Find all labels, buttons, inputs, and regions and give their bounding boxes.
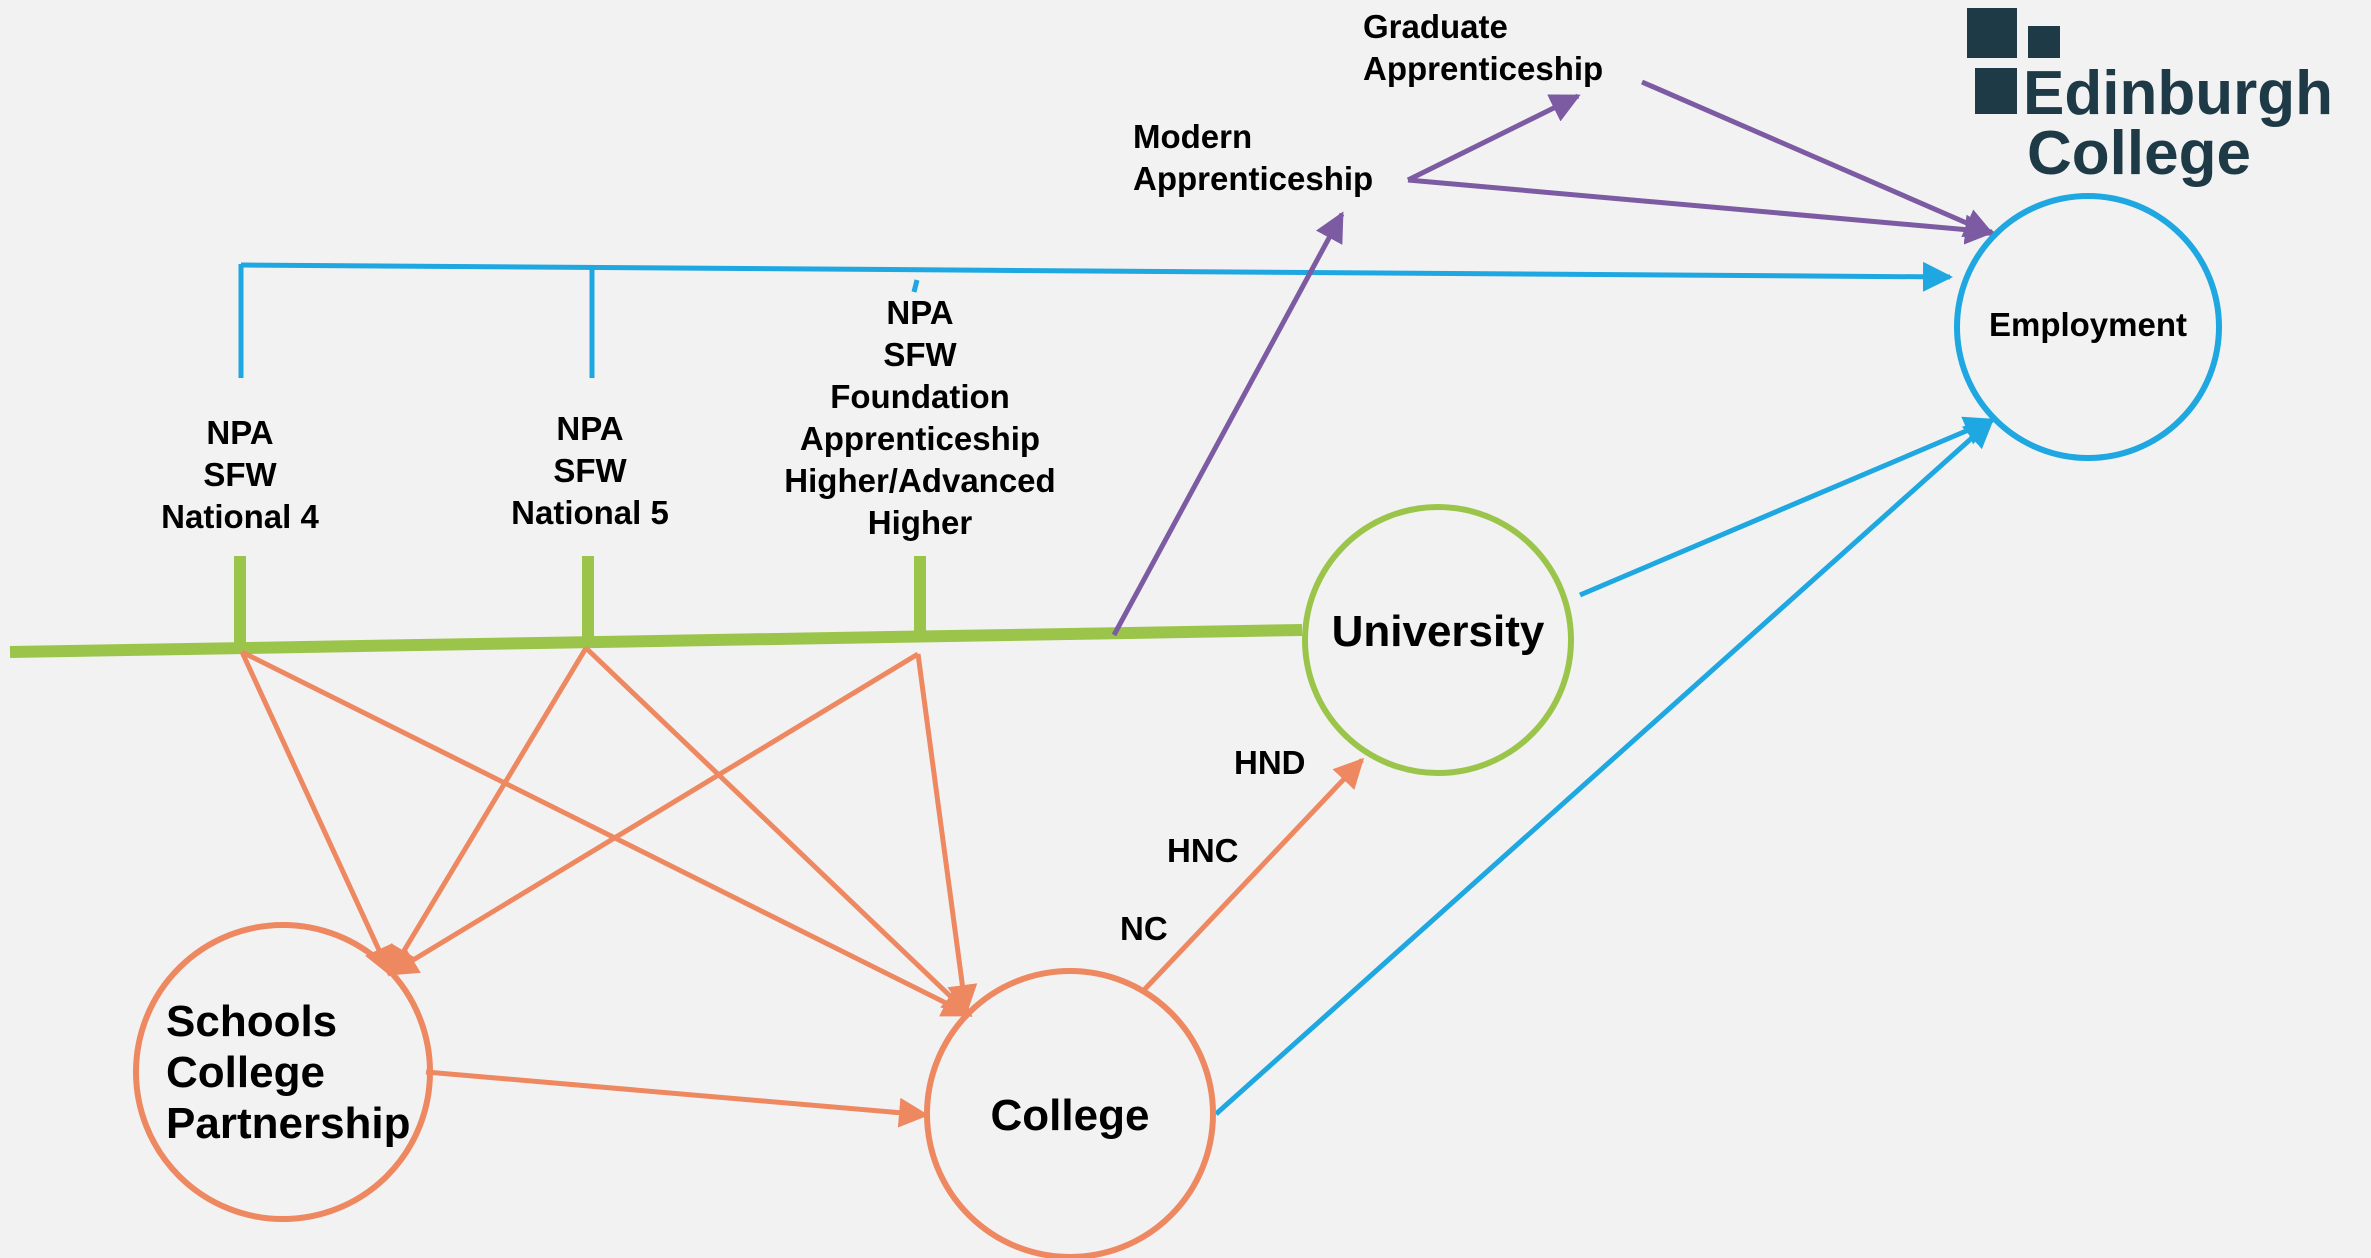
edinburgh-college-logo: Edinburgh College — [1965, 8, 2355, 188]
blue-bracket-top — [240, 261, 1953, 292]
qual-level4-npa: NPA — [206, 414, 274, 451]
qualifications-level6: NPA SFW Foundation Apprenticeship Higher… — [750, 292, 1090, 544]
modern-apprenticeship-line1: Modern — [1133, 118, 1253, 155]
arrow-level4-schools — [239, 650, 393, 977]
logo-square-small — [2028, 26, 2060, 58]
employment-circle — [1954, 193, 2222, 461]
logo-line2: College — [2027, 119, 2251, 188]
arrow-college-university — [1142, 757, 1365, 992]
qual-level6-apprenticeship: Apprenticeship — [799, 420, 1041, 457]
arrow-level6-college — [915, 653, 978, 1015]
qual-level6-foundation: Foundation — [830, 378, 1010, 415]
logo-square-bottom — [1975, 68, 2017, 114]
schools-label-line2: College — [166, 1048, 325, 1097]
nc-label: NC — [1120, 910, 1168, 947]
qual-level5-national: National 5 — [511, 494, 669, 531]
qual-level4-national: National 4 — [161, 498, 319, 535]
schools-label-line3: Partnership — [166, 1099, 411, 1148]
qual-level6-sfw: SFW — [883, 336, 957, 373]
qual-level6-higher-advanced: Higher/Advanced — [784, 462, 1056, 499]
arrow-graduate-to-employment — [1641, 79, 1995, 238]
arrow-level5-schools — [387, 646, 589, 977]
college-circle — [924, 968, 1216, 1258]
logo-square-large — [1967, 8, 2017, 58]
qual-level5-npa: NPA — [556, 410, 624, 447]
hnc-label: HNC — [1167, 832, 1239, 869]
arrow-level6-schools — [387, 651, 920, 977]
university-label: University — [1331, 607, 1545, 656]
arrow-modern-to-employment — [1407, 177, 1995, 245]
logo-line1: Edinburgh — [2023, 59, 2333, 128]
qual-level6-npa: NPA — [886, 294, 954, 331]
schools-partnership-circle — [133, 922, 433, 1222]
hnd-label: HND — [1234, 744, 1306, 781]
arrow-level5-college — [584, 646, 973, 1018]
qual-level4-sfw: SFW — [203, 456, 277, 493]
university-circle — [1302, 504, 1574, 776]
level-timeline — [9, 556, 1303, 658]
graduate-apprenticeship-label: Graduate Apprenticeship — [1363, 6, 1603, 90]
qual-level6-higher: Higher — [867, 504, 973, 541]
modern-apprenticeship-label: Modern Apprenticeship — [1133, 116, 1373, 200]
arrow-schools-college — [425, 1069, 929, 1128]
qualifications-level4: NPA SFW National 4 — [135, 412, 345, 538]
arrow-level4-college — [240, 649, 973, 1018]
college-paths — [239, 646, 1365, 1128]
qualifications-level5: NPA SFW National 5 — [480, 408, 700, 534]
qual-level5-sfw: SFW — [553, 452, 627, 489]
employment-label: Employment — [1988, 306, 2188, 343]
arrow-modern-to-graduate — [1406, 93, 1581, 183]
blue-bracket-right — [911, 279, 920, 293]
timeline-bar — [9, 624, 1303, 658]
graduate-apprenticeship-line2: Apprenticeship — [1363, 50, 1604, 87]
direct-employment-paths — [238, 261, 1995, 1116]
modern-apprenticeship-line2: Apprenticeship — [1133, 160, 1374, 197]
arrow-university-employment — [1579, 416, 1995, 598]
schools-partnership-label: Schools College Partnership — [166, 996, 411, 1149]
college-label: College — [990, 1091, 1150, 1140]
arrow-to-modern-apprenticeship — [1111, 211, 1345, 637]
schools-label-line1: Schools — [166, 997, 338, 1046]
graduate-apprenticeship-line1: Graduate — [1363, 8, 1508, 45]
apprenticeship-paths — [1111, 79, 1995, 637]
arrow-college-employment — [1214, 418, 1995, 1116]
